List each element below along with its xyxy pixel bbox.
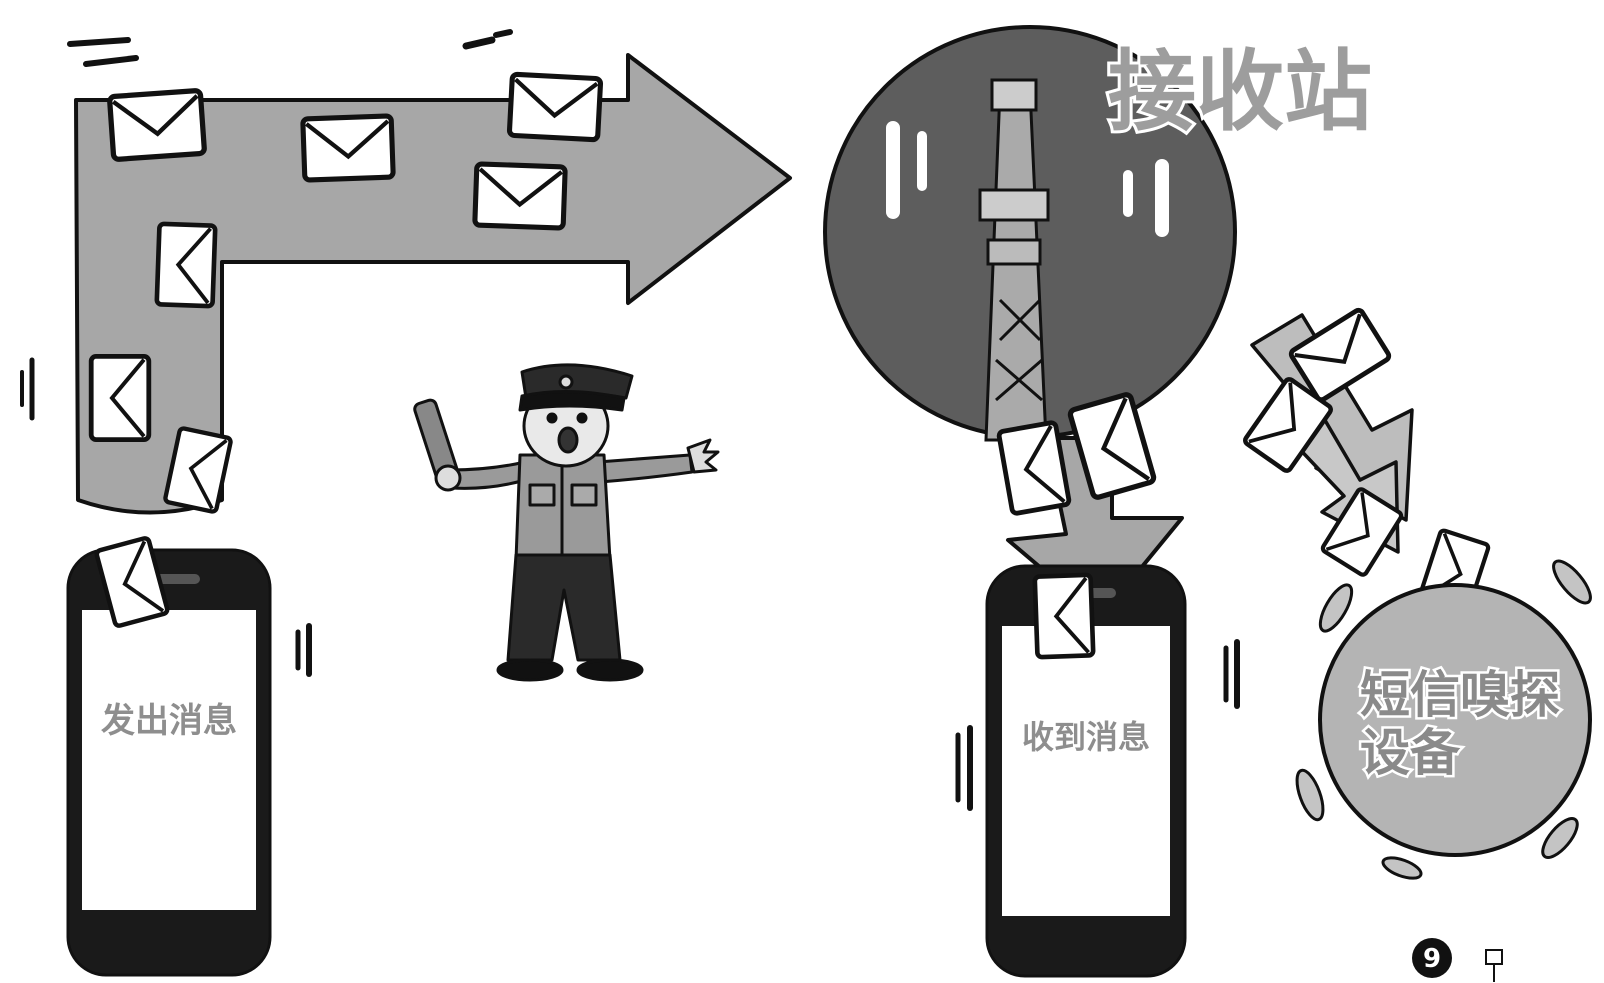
envelope-icon — [1035, 575, 1094, 657]
page-corner-icon — [1486, 950, 1502, 982]
sender-screen-label: 发出消息 — [101, 701, 237, 741]
envelope-icon — [509, 74, 600, 140]
sniffer-label-line2: 设备 — [1360, 724, 1461, 782]
envelope-icon — [475, 164, 565, 228]
sender-phone: 发出消息 — [68, 550, 270, 975]
envelope-icon — [303, 116, 393, 180]
envelope-icon — [109, 90, 204, 159]
page-number-badge: 9 — [1412, 938, 1452, 978]
page-number: 9 — [1423, 944, 1441, 974]
envelope-icon — [91, 356, 149, 439]
envelope-icon — [998, 422, 1069, 514]
vibration-lines — [298, 626, 309, 674]
receiver-screen-label: 收到消息 — [1022, 718, 1150, 756]
police-officer-icon — [413, 365, 718, 680]
envelope-icon — [157, 224, 216, 306]
sniffer-label-line1: 短信嗅探 — [1360, 666, 1560, 724]
station-label: 接收站 — [1108, 40, 1372, 143]
